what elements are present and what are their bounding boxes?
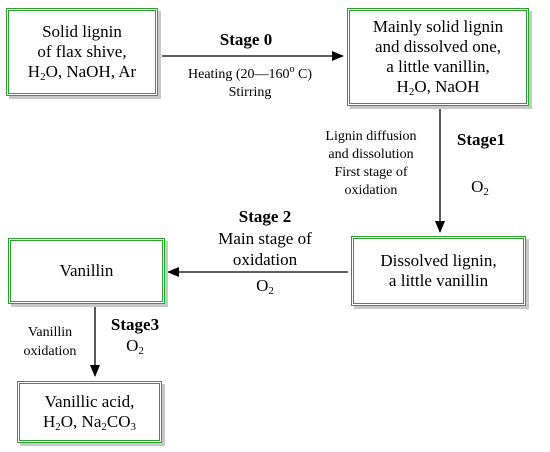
stage2-oxygen: O2 bbox=[256, 276, 274, 297]
stage3-desc-line1: Vanillin bbox=[27, 325, 73, 340]
node-mainly-solid-line3: a little vanillin, bbox=[386, 57, 490, 76]
node-dissolved-line2: a little vanillin bbox=[388, 271, 489, 290]
stage1-desc-line3: First stage of bbox=[334, 165, 408, 180]
stage2-desc-line2: oxidation bbox=[232, 250, 298, 269]
node-vanillic-line1: Vanillic acid, bbox=[44, 392, 135, 411]
stage1-desc-line4: oxidation bbox=[344, 183, 398, 198]
stage3-oxygen: O2 bbox=[126, 336, 144, 357]
node-mainly-solid-formula: H2O, NaOH bbox=[396, 77, 480, 98]
node-mainly-solid-lignin: Mainly solid lignin and dissolved one, a… bbox=[347, 8, 529, 106]
node-solid-lignin-line2: of flax shive, bbox=[37, 42, 127, 61]
stage1-desc-line2: and dissolution bbox=[328, 147, 414, 162]
stage3-title: Stage3 bbox=[110, 315, 160, 334]
stage1-desc-line1: Lignin diffusion bbox=[325, 129, 417, 144]
node-vanillic-formula: H2O, Na2CO3 bbox=[42, 412, 136, 433]
node-mainly-solid-line2: and dissolved one, bbox=[374, 37, 502, 56]
stage2-title: Stage 2 bbox=[238, 207, 292, 226]
stage3-desc-line2: oxidation bbox=[23, 344, 77, 359]
stage1-title: Stage1 bbox=[456, 130, 506, 149]
node-solid-lignin-line1: Solid lignin bbox=[42, 22, 122, 41]
node-dissolved-line1: Dissolved lignin, bbox=[380, 251, 497, 270]
node-mainly-solid-line1: Mainly solid lignin bbox=[372, 17, 504, 36]
node-solid-lignin-formula: H2O, NaOH, Ar bbox=[27, 62, 137, 83]
stage2-desc-line1: Main stage of bbox=[218, 229, 312, 248]
stage0-stirring: Stirring bbox=[228, 85, 272, 100]
stage1-oxygen: O2 bbox=[471, 177, 489, 198]
stage0-title: Stage 0 bbox=[219, 30, 273, 49]
node-vanillin: Vanillin bbox=[8, 238, 165, 304]
node-vanillic-acid: Vanillic acid, H2O, Na2CO3 bbox=[17, 381, 162, 443]
node-dissolved-lignin: Dissolved lignin, a little vanillin bbox=[351, 236, 526, 306]
node-vanillin-label: Vanillin bbox=[59, 261, 114, 280]
node-solid-lignin: Solid lignin of flax shive, H2O, NaOH, A… bbox=[6, 8, 158, 96]
stage0-heating: Heating (20—160o C) bbox=[188, 64, 312, 83]
